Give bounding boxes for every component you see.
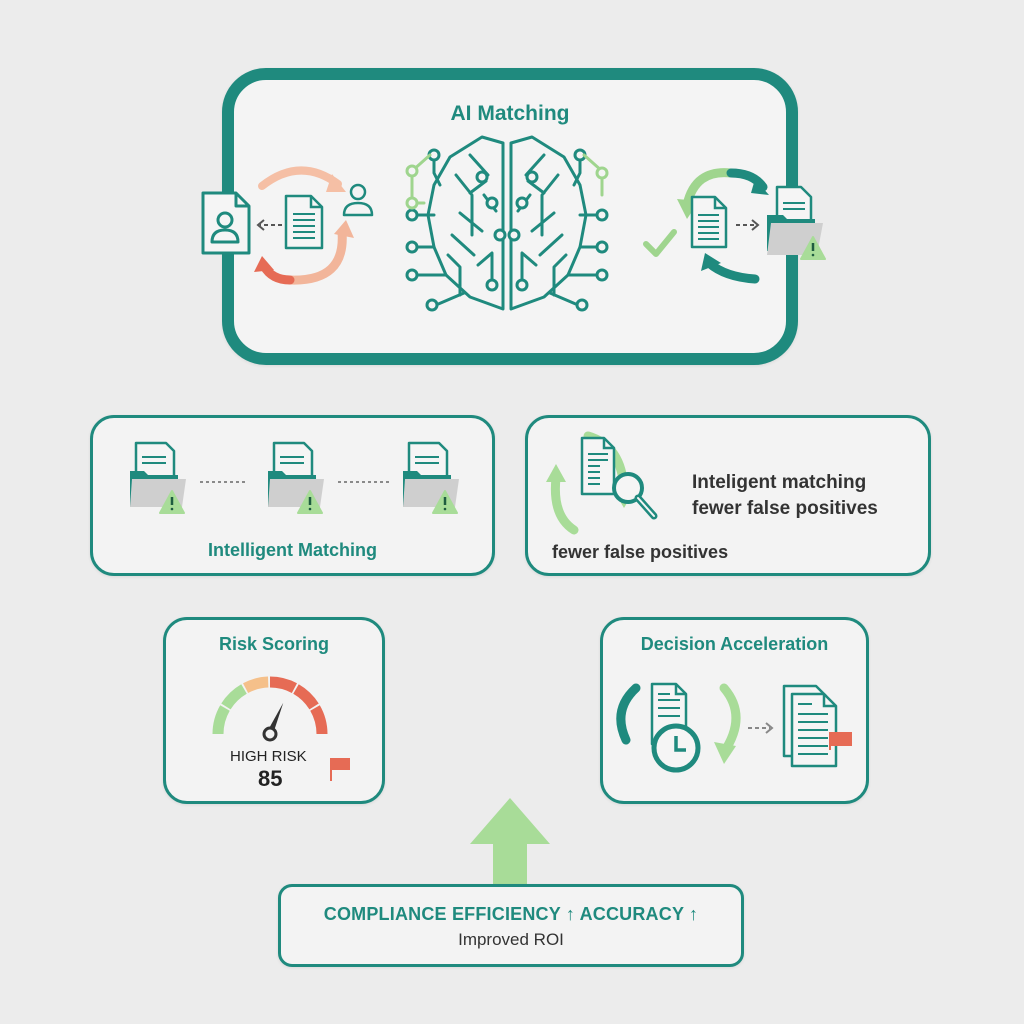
folder-warning-icon [403, 441, 459, 514]
gauge-segment-6 [310, 705, 328, 735]
gauge-segment-4 [269, 676, 297, 694]
dotted-connector [200, 481, 246, 483]
false-positives-heading-line1: Inteligent matching [692, 472, 867, 493]
gauge-needle [267, 702, 284, 734]
decision-acceleration-title: Decision Acceleration [640, 634, 829, 654]
folder-warning-icon [268, 441, 324, 514]
outcome-headline: COMPLIANCE EFFICIENCY ↑ ACCURACY ↑ [323, 904, 699, 924]
red-flag-icon [330, 758, 350, 781]
risk-level-label: HIGH RISK [230, 748, 307, 765]
cycle-arrows-green-icon [677, 168, 769, 284]
risk-scoring-title: Risk Scoring [218, 634, 330, 654]
up-arrow-icon [470, 798, 550, 888]
document-icon [690, 195, 728, 249]
outcome-subline: Improved ROI [458, 930, 564, 949]
dashed-arrow-left-icon [256, 219, 282, 231]
dashed-arrow-right-icon [748, 722, 774, 734]
gauge-segment-2 [221, 684, 247, 710]
ai-matching-title: AI Matching [450, 102, 570, 125]
folder-warning-icon [130, 441, 186, 514]
document-search-icon [546, 431, 658, 535]
ai-brain-icon [405, 135, 609, 312]
gauge-hub [262, 726, 278, 742]
document-clock-icon [616, 682, 741, 773]
checkmark-icon [643, 229, 677, 257]
user-icon [342, 183, 374, 217]
risk-scoring-card: Risk Scoring HIGH RISK 85 [163, 617, 385, 804]
document-icon [284, 194, 324, 250]
false-positives-caption: fewer false positives [552, 542, 729, 562]
outcome-card: COMPLIANCE EFFICIENCY ↑ ACCURACY ↑ Impro… [278, 884, 744, 967]
risk-gauge [212, 676, 328, 742]
cycle-arrows-icon [254, 166, 354, 285]
flagged-documents-icon [782, 684, 852, 768]
dashed-arrow-right-icon [736, 219, 760, 231]
intelligent-matching-title: Intelligent Matching [208, 540, 377, 560]
dotted-connector [338, 481, 390, 483]
profile-document-icon [201, 191, 251, 255]
risk-score-value: 85 [258, 766, 283, 791]
gauge-segment-1 [212, 705, 230, 735]
folder-warning-icon [767, 185, 826, 260]
false-positives-heading-line2: fewer false positives [692, 498, 878, 519]
gauge-segment-5 [293, 684, 319, 710]
gauge-segment-3 [243, 676, 269, 694]
